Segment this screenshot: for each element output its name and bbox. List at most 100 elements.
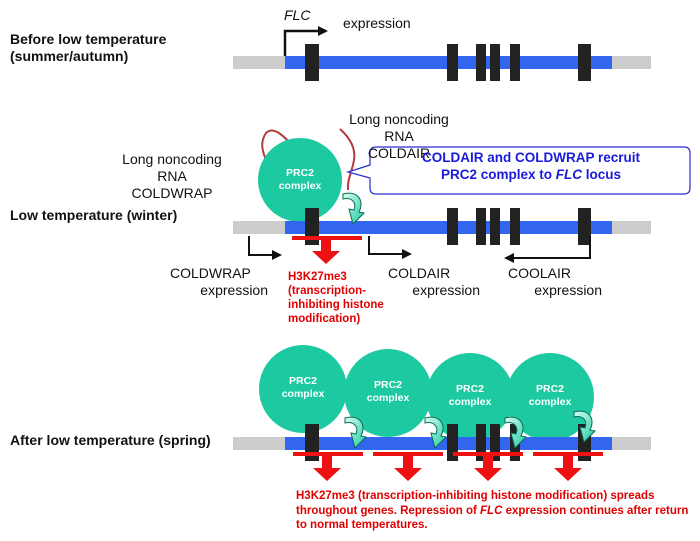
h3k27me3-arrow [394,456,422,481]
exon [447,424,458,461]
rna-coldair-strand [339,128,356,191]
prc2-label: PRC2 complex [353,379,423,405]
prc2-circle [259,345,347,433]
tss-arrow [283,26,328,56]
stage-title-line: (summer/autumn) [10,48,129,64]
flank-left [233,56,285,69]
label-line: COLDWRAP [131,185,213,201]
coolair-transcript-arrow [504,236,591,263]
label-line: H3K27me3 [288,271,347,283]
prc2-circle [344,349,432,437]
prc2-label-line: complex [278,180,322,192]
flank-left [233,221,285,234]
label-line: COLDWRAP [170,265,251,281]
prc2-label: PRC2 complex [515,383,585,409]
exon [447,44,458,81]
exon [305,44,319,81]
callout-text-part: locus [582,167,622,182]
gene-track-before [233,26,651,81]
flank-right [612,437,651,450]
note-line: to normal temperatures. [296,519,428,531]
callout-box [345,146,691,195]
label-line: Long noncoding RNA [349,111,449,144]
stage-title-winter: Low temperature (winter) [10,207,178,223]
expression-label: expression [343,15,411,31]
spreading-note: H3K27me3 (transcription-inhibiting histo… [296,489,696,533]
note-text-part: throughout genes. Repression of [296,504,481,517]
label-line: COOLAIR [508,265,572,281]
prc2-circle [506,353,594,441]
label-line: inhibiting histone [288,299,384,311]
prc2-label-line: PRC2 [288,375,317,387]
coldair-transcript-arrow [368,236,412,259]
label-line: Long noncoding RNA [122,151,222,184]
label-line: COLDAIR [388,265,451,281]
prc2-label-line: PRC2 [373,379,402,391]
prc2-circle [258,138,342,222]
curl-arrow-winter [342,192,365,225]
note-line: H3K27me3 (transcription-inhibiting histo… [296,490,655,502]
prc2-label-line: complex [448,396,492,408]
flank-right [612,221,651,234]
coldwrap-rna-label: Long noncoding RNA COLDWRAP [106,151,238,202]
exon [490,44,500,81]
gene-track-winter [233,208,651,245]
exon [490,208,500,245]
callout-text-part: PRC2 complex to [440,167,556,182]
h3k27me3-marks-spring [293,452,603,481]
exon [510,44,520,81]
h3k27me3-mark [293,452,363,456]
label-line: expression [412,282,480,298]
prc2-label: PRC2 complex [268,375,338,401]
exon [305,424,319,461]
exon [476,424,486,461]
coolair-expression-label: COOLAIR expression [508,265,602,299]
note-gene: FLC [480,504,503,517]
note-line: throughout genes. Repression of FLC expr… [296,504,696,519]
coldwrap-transcript-arrow [248,236,282,260]
exon [305,208,319,245]
label-line: expression [534,282,602,298]
exon [510,208,520,245]
callout-line: PRC2 complex to FLC locus [372,166,690,183]
h3k27me3-label: H3K27me3 (transcription- inhibiting hist… [288,270,408,326]
coldair-expression-label: COLDAIR expression [388,265,480,299]
prc2-label: PRC2 complex [435,383,505,409]
prc2-circle [426,353,514,441]
prc2-circles-spring [259,345,594,441]
callout-line: COLDAIR and COLDWRAP recruit [421,150,640,165]
flank-left [233,437,285,450]
prc2-label-line: complex [528,396,572,408]
h3k27me3-arrow [313,456,341,481]
h3k27me3-mark [292,236,362,240]
h3k27me3-mark [373,452,443,456]
h3k27me3-mark [453,452,523,456]
callout-text: COLDAIR and COLDWRAP recruit PRC2 comple… [372,149,690,191]
flc-gene-label: FLC [284,7,311,23]
stage-title-before: Before low temperature (summer/autumn) [10,31,166,65]
h3k27me3-arrow [554,456,582,481]
prc2-label: PRC2 complex [265,167,335,193]
exon [447,208,458,245]
exon [578,208,591,245]
h3k27me3-arrow [312,240,340,264]
label-line: expression [200,282,268,298]
h3k27me3-mark [533,452,603,456]
exon [476,44,486,81]
label-line: modification) [288,313,361,325]
h3k27me3-arrow [474,456,502,481]
flank-right [612,56,651,69]
rna-coldwrap-strand [261,129,295,161]
coldair-rna-label: Long noncoding RNA COLDAIR [333,111,465,162]
stage-title-spring: After low temperature (spring) [10,432,211,448]
stage-title-line: Before low temperature [10,31,167,47]
coldwrap-expression-label: COLDWRAP expression [168,265,268,299]
prc2-label-line: PRC2 [455,383,484,395]
exon [490,424,500,461]
label-line: COLDAIR [367,145,431,161]
prc2-label-line: PRC2 [535,383,564,395]
exon [476,208,486,245]
callout-gene: FLC [555,167,582,182]
prc2-label-line: complex [281,388,325,400]
